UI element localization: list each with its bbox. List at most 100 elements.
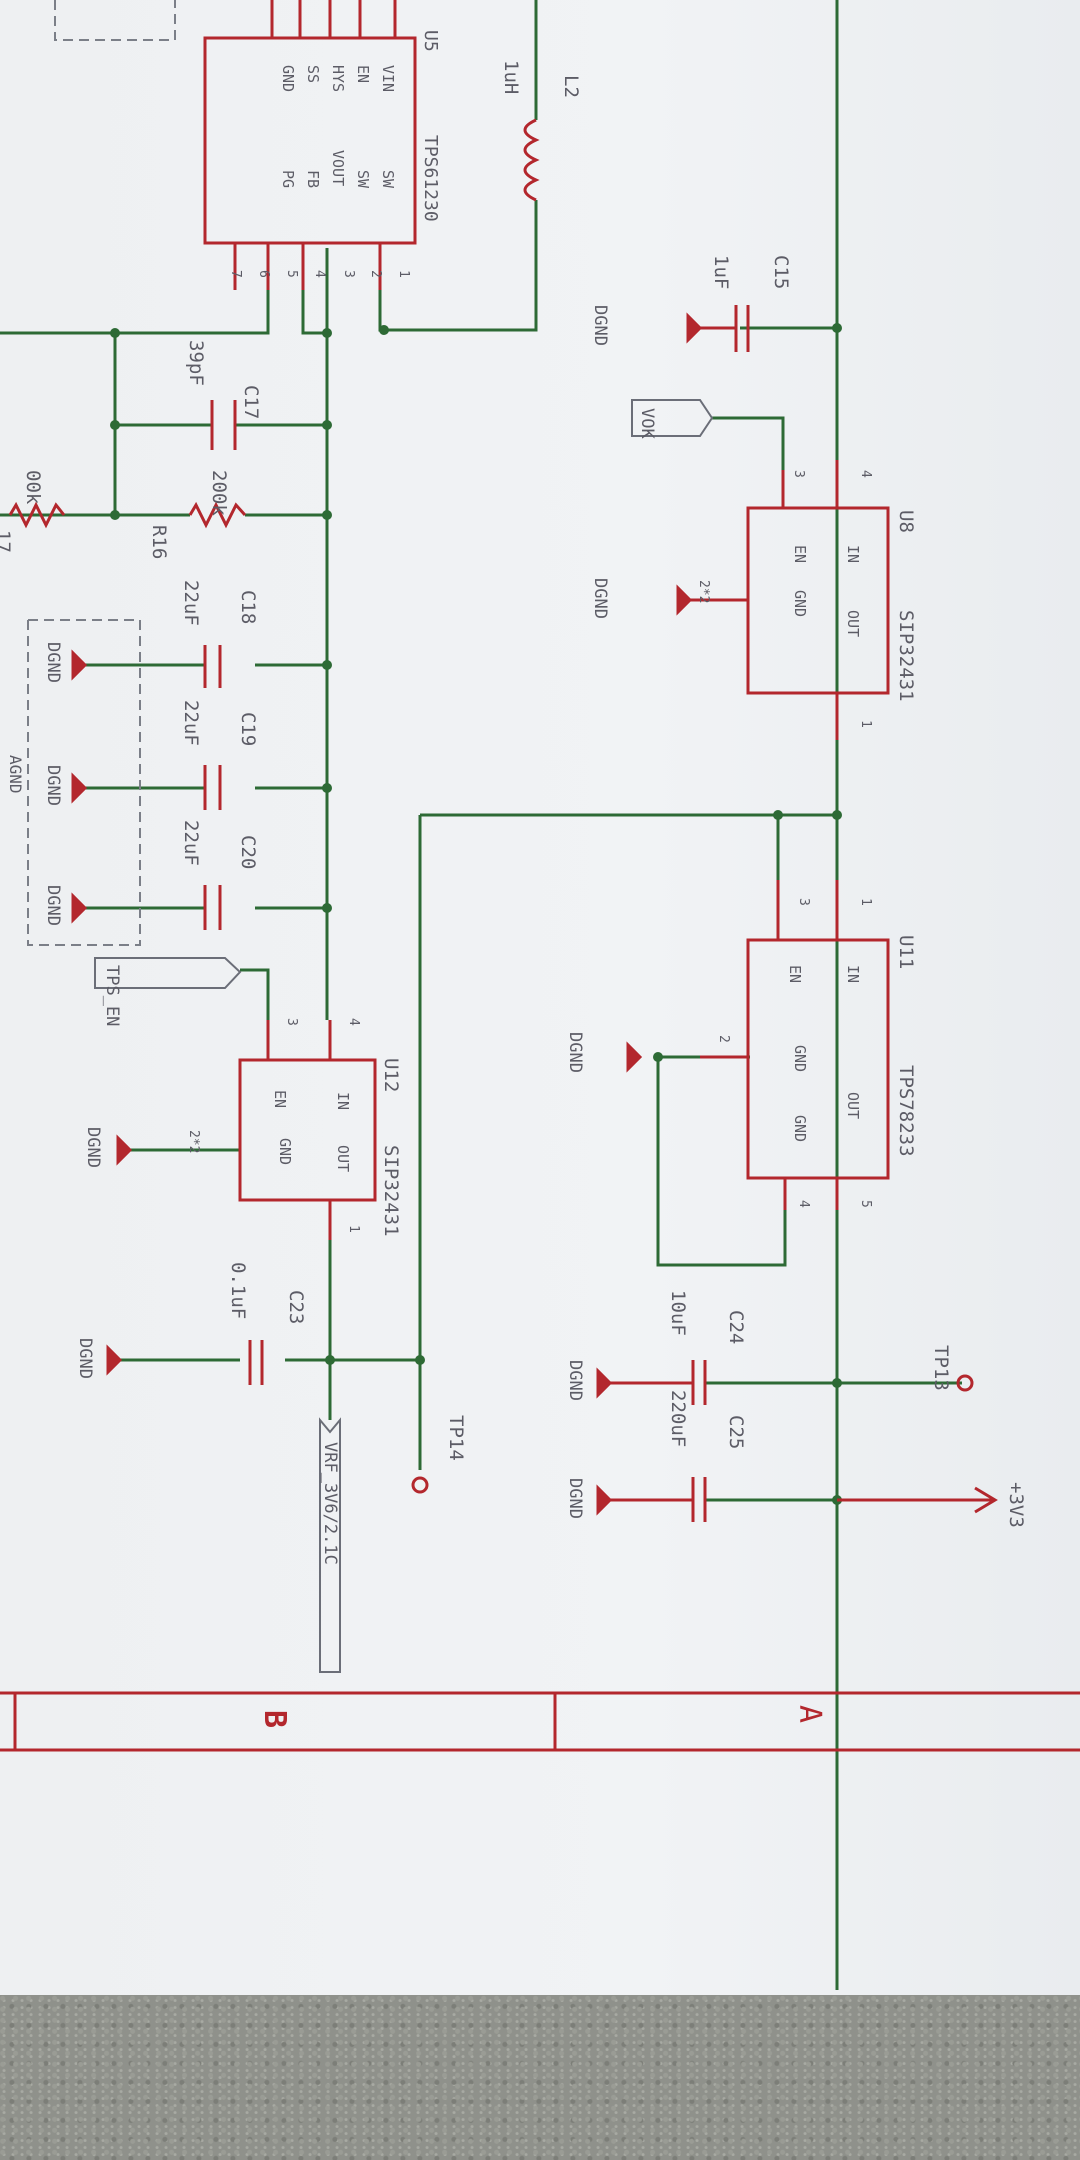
l2-value: 1uH <box>500 60 522 94</box>
u5-pin-num: 1 <box>396 270 411 278</box>
c18-ref: C18 <box>237 590 259 624</box>
u8-ref: U8 <box>895 510 917 533</box>
u11-pin-gnd: GND <box>791 1045 809 1072</box>
u5-pin-gnd: GND <box>279 65 297 92</box>
u8-pin-en: EN <box>791 545 809 563</box>
c23-value: 0.1uF <box>227 1262 249 1319</box>
u8-pin-in: IN <box>844 545 862 563</box>
r16-ref: R16 <box>148 525 170 559</box>
u5-pin-fb: FB <box>304 170 322 188</box>
u8-pin-num: 2*2 <box>696 580 711 603</box>
u11-pin-num: 2 <box>716 1035 731 1043</box>
vok-label: VOK <box>637 408 657 439</box>
u5-pin-en: EN <box>354 65 372 83</box>
u8-pin-gnd: GND <box>791 590 809 617</box>
u11-pin-num: 4 <box>796 1200 811 1208</box>
tp14-label: TP14 <box>445 1415 467 1461</box>
u5-pin-num: 5 <box>284 270 299 278</box>
u5-pin-num: 2 <box>368 270 383 278</box>
zone-b: B <box>257 1710 292 1728</box>
c20-ref: C20 <box>237 835 259 869</box>
dgnd-label: DGND <box>565 1360 585 1401</box>
dgnd-label: DGND <box>565 1032 585 1073</box>
c17-value: 39pF <box>185 340 207 386</box>
u11-pin-num: 1 <box>858 898 873 906</box>
dgnd-label: DGND <box>43 885 63 926</box>
l2-ref: L2 <box>560 75 582 98</box>
u11-pin-in: IN <box>844 965 862 983</box>
c23-ref: C23 <box>285 1290 307 1324</box>
u5-pin-sw2: SW <box>354 170 372 189</box>
tps-en-label: TPS_EN <box>102 965 122 1026</box>
r17-value: 00k <box>22 470 44 505</box>
u5-ref: U5 <box>420 30 441 52</box>
parts <box>0 0 1080 1752</box>
vrf-label: VRF_3V6/2.1C <box>320 1442 340 1565</box>
u12-pin-out: OUT <box>334 1145 352 1172</box>
u5-pin-num: 4 <box>312 270 327 278</box>
u12-ref: U12 <box>380 1058 402 1092</box>
u5-pin-vin: VIN <box>379 65 397 92</box>
c17-ref: C17 <box>240 385 262 419</box>
u8-pin-num: 4 <box>858 470 873 478</box>
dgnd-label: DGND <box>43 642 63 683</box>
u11-part: TPS78233 <box>895 1065 917 1157</box>
u8-pin-out: OUT <box>844 610 862 637</box>
zone-a: A <box>792 1705 827 1723</box>
u12-pin-num: 2*2 <box>186 1130 201 1153</box>
dgnd-label: DGND <box>590 305 610 346</box>
u5-pin-num: 3 <box>341 270 356 278</box>
dgnd-label: DGND <box>75 1338 95 1379</box>
u5-part: TPS61230 <box>420 135 441 222</box>
c25-value: 220uF <box>667 1390 689 1447</box>
tp13-label: TP13 <box>930 1345 952 1391</box>
u11-pin-num: 3 <box>796 898 811 906</box>
u5-pin-ss: SS <box>304 65 322 83</box>
u12-pin-num: 4 <box>346 1018 361 1026</box>
dgnd-label: DGND <box>590 578 610 619</box>
u8-pin-num: 3 <box>791 470 806 478</box>
dgnd-label: DGND <box>43 765 63 806</box>
dashed-outline <box>27 0 176 946</box>
u12-pin-in: IN <box>334 1092 352 1110</box>
c18-value: 22uF <box>180 580 202 626</box>
c19-ref: C19 <box>237 712 259 746</box>
u12-pin-num: 3 <box>284 1018 299 1026</box>
u12-pin-num: 1 <box>346 1225 361 1233</box>
c24-value: 10uF <box>667 1290 689 1336</box>
c25-ref: C25 <box>725 1415 747 1449</box>
c24-ref: C24 <box>725 1310 747 1344</box>
u5-pin-hys: HYS <box>329 65 347 92</box>
u11-pin-out: OUT <box>844 1092 862 1119</box>
c15-value: 1uF <box>710 255 732 289</box>
rail-label: +3V3 <box>1005 1482 1027 1528</box>
background-surface <box>0 1995 1080 2160</box>
r17-ref-partial: 17 <box>0 530 14 553</box>
u5-pin-num: 7 <box>228 270 243 278</box>
u8-part: SIP32431 <box>895 610 917 702</box>
net-label-shapes <box>94 399 714 1673</box>
u8-pin-num: 1 <box>858 720 873 728</box>
c15-ref: C15 <box>770 255 792 289</box>
junctions <box>110 323 842 1505</box>
u11-ref: U11 <box>895 935 917 969</box>
c19-value: 22uF <box>180 700 202 746</box>
u12-pin-en: EN <box>271 1090 289 1108</box>
ground-symbols <box>71 312 703 1516</box>
u11-pin-num: 5 <box>858 1200 873 1208</box>
u5-pin-sw1: SW <box>379 170 397 189</box>
u12-part: SIP32431 <box>380 1145 402 1237</box>
dgnd-label: DGND <box>83 1127 103 1168</box>
u5-pin-num: 6 <box>256 270 271 278</box>
c20-value: 22uF <box>180 820 202 866</box>
u11-pin-gnd: GND <box>791 1115 809 1142</box>
dgnd-label: DGND <box>565 1478 585 1519</box>
u11-pin-en: EN <box>786 965 804 983</box>
agnd-label: AGND <box>6 755 25 794</box>
r16-value: 200k <box>208 470 230 516</box>
u5-pin-vout: VOUT <box>329 150 347 186</box>
u5-pin-pg: PG <box>279 170 297 188</box>
u12-pin-gnd: GND <box>276 1138 294 1165</box>
